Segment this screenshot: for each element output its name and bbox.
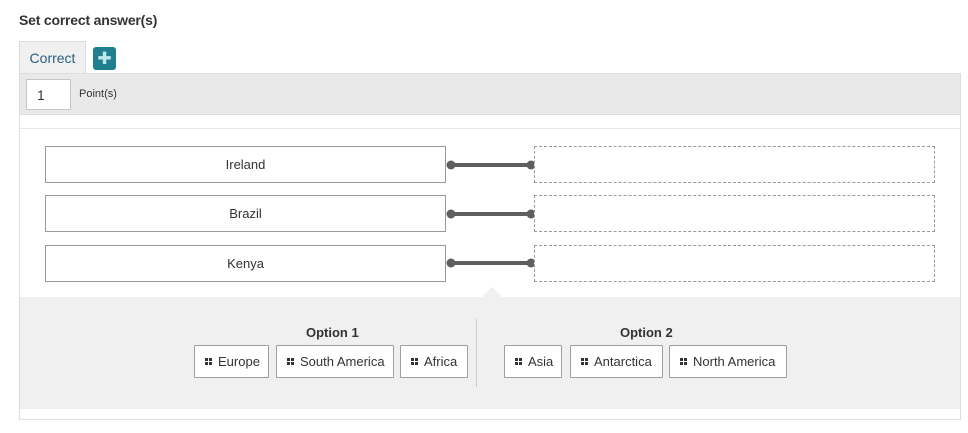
connector-line: [446, 160, 536, 170]
option-chip-europe[interactable]: Europe: [194, 345, 269, 378]
option-group-2-title: Option 2: [620, 325, 673, 340]
stem-item-kenya: Kenya: [45, 245, 446, 282]
options-area: Option 1 Option 2 Europe South America A…: [20, 297, 960, 409]
points-label: Point(s): [79, 88, 117, 100]
match-list-panel: Ireland Brazil Kenya Option 1 Option 2 E…: [19, 115, 961, 420]
option-chip-south-america[interactable]: South America: [276, 345, 394, 378]
option-chip-antarctica[interactable]: Antarctica: [570, 345, 663, 378]
option-chip-label: North America: [693, 354, 776, 369]
drag-handle-icon: [287, 358, 294, 365]
option-chip-label: Antarctica: [594, 354, 652, 369]
divider: [20, 128, 960, 129]
points-input[interactable]: [26, 79, 71, 110]
stem-item-ireland: Ireland: [45, 146, 446, 183]
drop-target-1[interactable]: [534, 146, 935, 183]
points-bar: Point(s): [19, 73, 961, 115]
stem-label: Brazil: [229, 206, 262, 221]
add-tab-button[interactable]: ✚: [93, 47, 116, 70]
stem-label: Kenya: [227, 256, 264, 271]
connector-line: [446, 258, 536, 268]
options-pointer: [482, 287, 502, 297]
option-group-1-title: Option 1: [306, 325, 359, 340]
stem-label: Ireland: [225, 157, 266, 172]
drag-handle-icon: [205, 358, 212, 365]
drag-handle-icon: [581, 358, 588, 365]
drag-handle-icon: [680, 358, 687, 365]
section-heading: Set correct answer(s): [19, 12, 158, 28]
stem-item-brazil: Brazil: [45, 195, 446, 232]
drop-target-2[interactable]: [534, 195, 935, 232]
option-chip-label: Europe: [218, 354, 260, 369]
option-chip-asia[interactable]: Asia: [504, 345, 562, 378]
tab-correct-label: Correct: [29, 49, 76, 66]
option-chip-label: Africa: [424, 354, 458, 369]
drag-handle-icon: [411, 358, 418, 365]
option-chip-africa[interactable]: Africa: [400, 345, 468, 378]
drop-target-3[interactable]: [534, 245, 935, 282]
tab-correct[interactable]: Correct: [19, 41, 86, 73]
connector-line: [446, 209, 536, 219]
drag-handle-icon: [515, 358, 522, 365]
plus-icon: ✚: [97, 48, 112, 68]
option-chip-north-america[interactable]: North America: [669, 345, 787, 378]
option-chip-label: South America: [300, 354, 385, 369]
options-divider: [476, 319, 477, 387]
option-chip-label: Asia: [528, 354, 554, 369]
